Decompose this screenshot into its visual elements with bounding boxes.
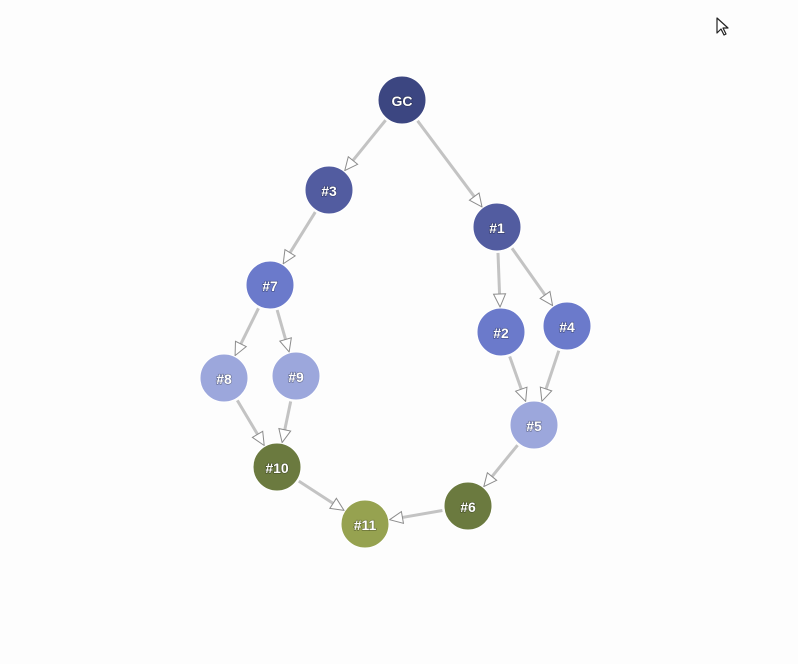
edge-n1-n4 <box>510 247 554 307</box>
node-circle[interactable] <box>199 353 249 403</box>
graph-node-n9[interactable]: #9 <box>271 351 321 401</box>
graph-node-GC[interactable]: GC <box>377 75 427 125</box>
edge-n4-n5 <box>539 350 561 403</box>
node-circle[interactable] <box>271 351 321 401</box>
node-label: #5 <box>526 418 542 434</box>
edge-line <box>236 399 259 436</box>
node-circle[interactable] <box>542 301 592 351</box>
nodes-layer: GC #3 #1 #7 #2 #4 #8 #9 #5 #10 #6 #11 <box>199 75 592 549</box>
arrowhead-icon <box>251 430 265 447</box>
edge-n6-n11 <box>388 508 443 525</box>
edge-line <box>288 211 317 254</box>
arrowhead-icon <box>343 155 359 172</box>
node-circle[interactable] <box>472 202 522 252</box>
edge-n7-n8 <box>234 307 260 357</box>
arrowhead-icon <box>282 248 297 265</box>
node-circle[interactable] <box>377 75 427 125</box>
node-label: #11 <box>354 517 377 533</box>
edge-line <box>239 307 260 345</box>
arrowhead-icon <box>234 340 248 357</box>
node-label: #7 <box>262 278 278 294</box>
edge-n3-n7 <box>282 211 317 265</box>
edges-layer <box>234 119 561 525</box>
edge-line <box>508 356 523 390</box>
edge-line <box>283 401 293 431</box>
arrowhead-icon <box>492 293 507 309</box>
edge-n10-n11 <box>298 479 346 512</box>
edge-line <box>544 350 561 390</box>
node-circle[interactable] <box>252 442 302 492</box>
arrowhead-icon <box>328 497 346 512</box>
node-label: #9 <box>288 369 304 385</box>
edge-line <box>490 444 519 478</box>
edge-line <box>298 479 334 505</box>
edge-line <box>351 119 387 162</box>
edge-line <box>402 508 443 519</box>
arrowhead-icon <box>539 290 554 307</box>
edge-n5-n6 <box>483 444 519 488</box>
graph-node-n3[interactable]: #3 <box>304 165 354 215</box>
node-label: #2 <box>493 325 509 341</box>
node-label: #3 <box>321 183 337 199</box>
node-circle[interactable] <box>509 400 559 450</box>
graph-node-n1[interactable]: #1 <box>472 202 522 252</box>
node-label: GC <box>392 93 413 109</box>
arrowhead-icon <box>388 510 405 525</box>
arrowhead-icon <box>514 386 528 403</box>
edge-n7-n9 <box>275 309 292 354</box>
graph-node-n11[interactable]: #11 <box>340 499 390 549</box>
edge-n1-n2 <box>492 252 507 309</box>
arrowhead-icon <box>278 427 292 444</box>
node-circle[interactable] <box>443 481 493 531</box>
edge-line <box>416 119 476 198</box>
node-label: #1 <box>489 220 505 236</box>
node-label: #6 <box>460 499 476 515</box>
edge-line <box>510 247 547 296</box>
graph-node-n8[interactable]: #8 <box>199 353 249 403</box>
graph-node-n2[interactable]: #2 <box>476 307 526 357</box>
arrowhead-icon <box>468 192 483 208</box>
graph-node-n10[interactable]: #10 <box>252 442 302 492</box>
node-circle[interactable] <box>476 307 526 357</box>
graph-node-n5[interactable]: #5 <box>509 400 559 450</box>
edge-n8-n10 <box>236 399 265 447</box>
node-label: #8 <box>216 371 232 387</box>
graph-node-n6[interactable]: #6 <box>443 481 493 531</box>
edge-line <box>275 309 288 340</box>
arrowhead-icon <box>278 337 292 354</box>
mouse-pointer-icon <box>716 17 729 36</box>
edge-GC-n3 <box>343 119 387 172</box>
graph-node-n7[interactable]: #7 <box>245 260 295 310</box>
node-circle[interactable] <box>245 260 295 310</box>
edge-GC-n1 <box>416 119 483 208</box>
graph-node-n4[interactable]: #4 <box>542 301 592 351</box>
node-circle[interactable] <box>304 165 354 215</box>
arrowhead-icon <box>483 471 498 488</box>
node-circle[interactable] <box>340 499 390 549</box>
node-label: #10 <box>265 460 289 476</box>
edge-n9-n10 <box>278 401 293 444</box>
edge-n2-n5 <box>508 356 528 403</box>
arrowhead-icon <box>539 386 553 403</box>
node-label: #4 <box>559 319 575 335</box>
edge-line <box>496 252 502 295</box>
